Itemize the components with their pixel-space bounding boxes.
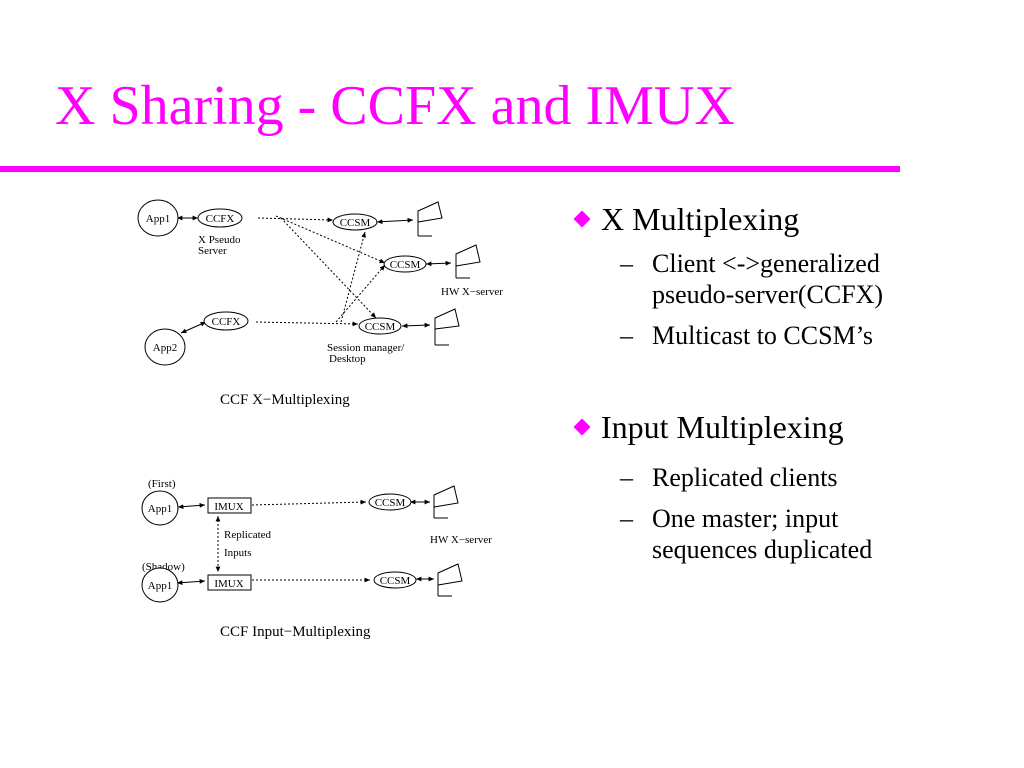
sub-bullet-text: Multicast to CCSM’s [652, 321, 874, 350]
ccsm-node-1 [332, 213, 378, 231]
app1-shadow-label: App1 [148, 580, 172, 592]
display-icon [434, 308, 460, 346]
slide-title: X Sharing - CCFX and IMUX [55, 75, 735, 137]
diamond-bullet-icon [573, 210, 591, 228]
ccsm-label-1: CCSM [340, 217, 371, 229]
ccfx-label-1: CCFX [206, 213, 235, 225]
ccsm-label-shadow: CCSM [380, 575, 411, 587]
app1-shadow-node [141, 567, 179, 603]
pseudo-server-label-1: X Pseudo [198, 234, 241, 246]
ccfx-label-2: CCFX [212, 316, 241, 328]
app1-first-label: App1 [148, 503, 172, 515]
display-icon [437, 563, 463, 597]
imux-box-2 [207, 574, 252, 591]
sub-bullet-text: pseudo-server(CCFX) [652, 280, 884, 309]
input-mux-caption: CCF Input−Multiplexing [220, 624, 371, 640]
ccsm-label-3: CCSM [365, 321, 396, 333]
display-icon [455, 244, 481, 279]
sub-bullet-text: One master; input [652, 504, 839, 533]
input-mux-connections [176, 499, 434, 586]
sub-bullet-text: Client <->generalized [652, 249, 880, 278]
sub-bullet: – Multicast to CCSM’s [570, 320, 982, 351]
input-multiplexing-diagram: (First) App1 (Shadow) App1 IMUX IMUX Rep… [141, 478, 492, 640]
dash-bullet-icon: – [620, 504, 633, 533]
ccsm-node-2 [383, 255, 427, 273]
display-icon [417, 201, 443, 237]
replicated-inputs-label-2: Inputs [224, 547, 252, 559]
first-label: (First) [148, 478, 176, 490]
ccsm-node-first [368, 493, 412, 511]
ccsm-node-shadow [373, 571, 417, 589]
bullet-input-multiplexing: Input Multiplexing – Replicated clients … [570, 408, 982, 565]
x-mux-connections [177, 215, 452, 334]
x-multiplexing-diagram: App1 App2 CCFX X Pseudo Server CCFX CCSM… [137, 199, 503, 408]
app1-first-node [141, 490, 179, 526]
hw-x-server-label-2: HW X−server [430, 534, 492, 546]
display-icon [433, 485, 459, 519]
app1-label: App1 [146, 213, 170, 225]
imux-label-1: IMUX [214, 501, 243, 513]
app2-node [144, 328, 186, 366]
bullet-text: Input Multiplexing [601, 409, 844, 445]
ccfx-node-2 [203, 311, 249, 331]
sub-bullet: – Client <->generalized pseudo-server(CC… [570, 248, 982, 310]
sub-bullet-text: Replicated clients [652, 463, 838, 492]
dash-bullet-icon: – [620, 249, 633, 278]
session-manager-label-2: Desktop [329, 353, 366, 365]
ccsm-node-3 [358, 317, 402, 335]
hw-x-server-label: HW X−server [441, 286, 503, 298]
imux-box-1 [207, 497, 252, 514]
sub-bullet-text: sequences duplicated [652, 535, 873, 564]
diamond-bullet-icon [573, 418, 591, 436]
replicated-inputs-label-1: Replicated [224, 529, 272, 541]
dash-bullet-icon: – [620, 463, 633, 492]
imux-label-2: IMUX [214, 578, 243, 590]
session-manager-label-1: Session manager/ [327, 342, 405, 354]
sub-bullet: – One master; input sequences duplicated [570, 503, 982, 565]
bullet-x-multiplexing: X Multiplexing – Client <->generalized p… [570, 200, 982, 351]
title-underline [0, 166, 900, 172]
bullet-text: X Multiplexing [601, 201, 800, 237]
dash-bullet-icon: – [620, 321, 633, 350]
app1-node [137, 199, 179, 237]
x-mux-caption: CCF X−Multiplexing [220, 392, 350, 408]
sub-bullet: – Replicated clients [570, 462, 982, 493]
pseudo-server-label-2: Server [198, 245, 227, 257]
app2-label: App2 [153, 342, 177, 354]
ccfx-node-1 [197, 208, 243, 228]
ccsm-label-2: CCSM [390, 259, 421, 271]
ccsm-label-first: CCSM [375, 497, 406, 509]
